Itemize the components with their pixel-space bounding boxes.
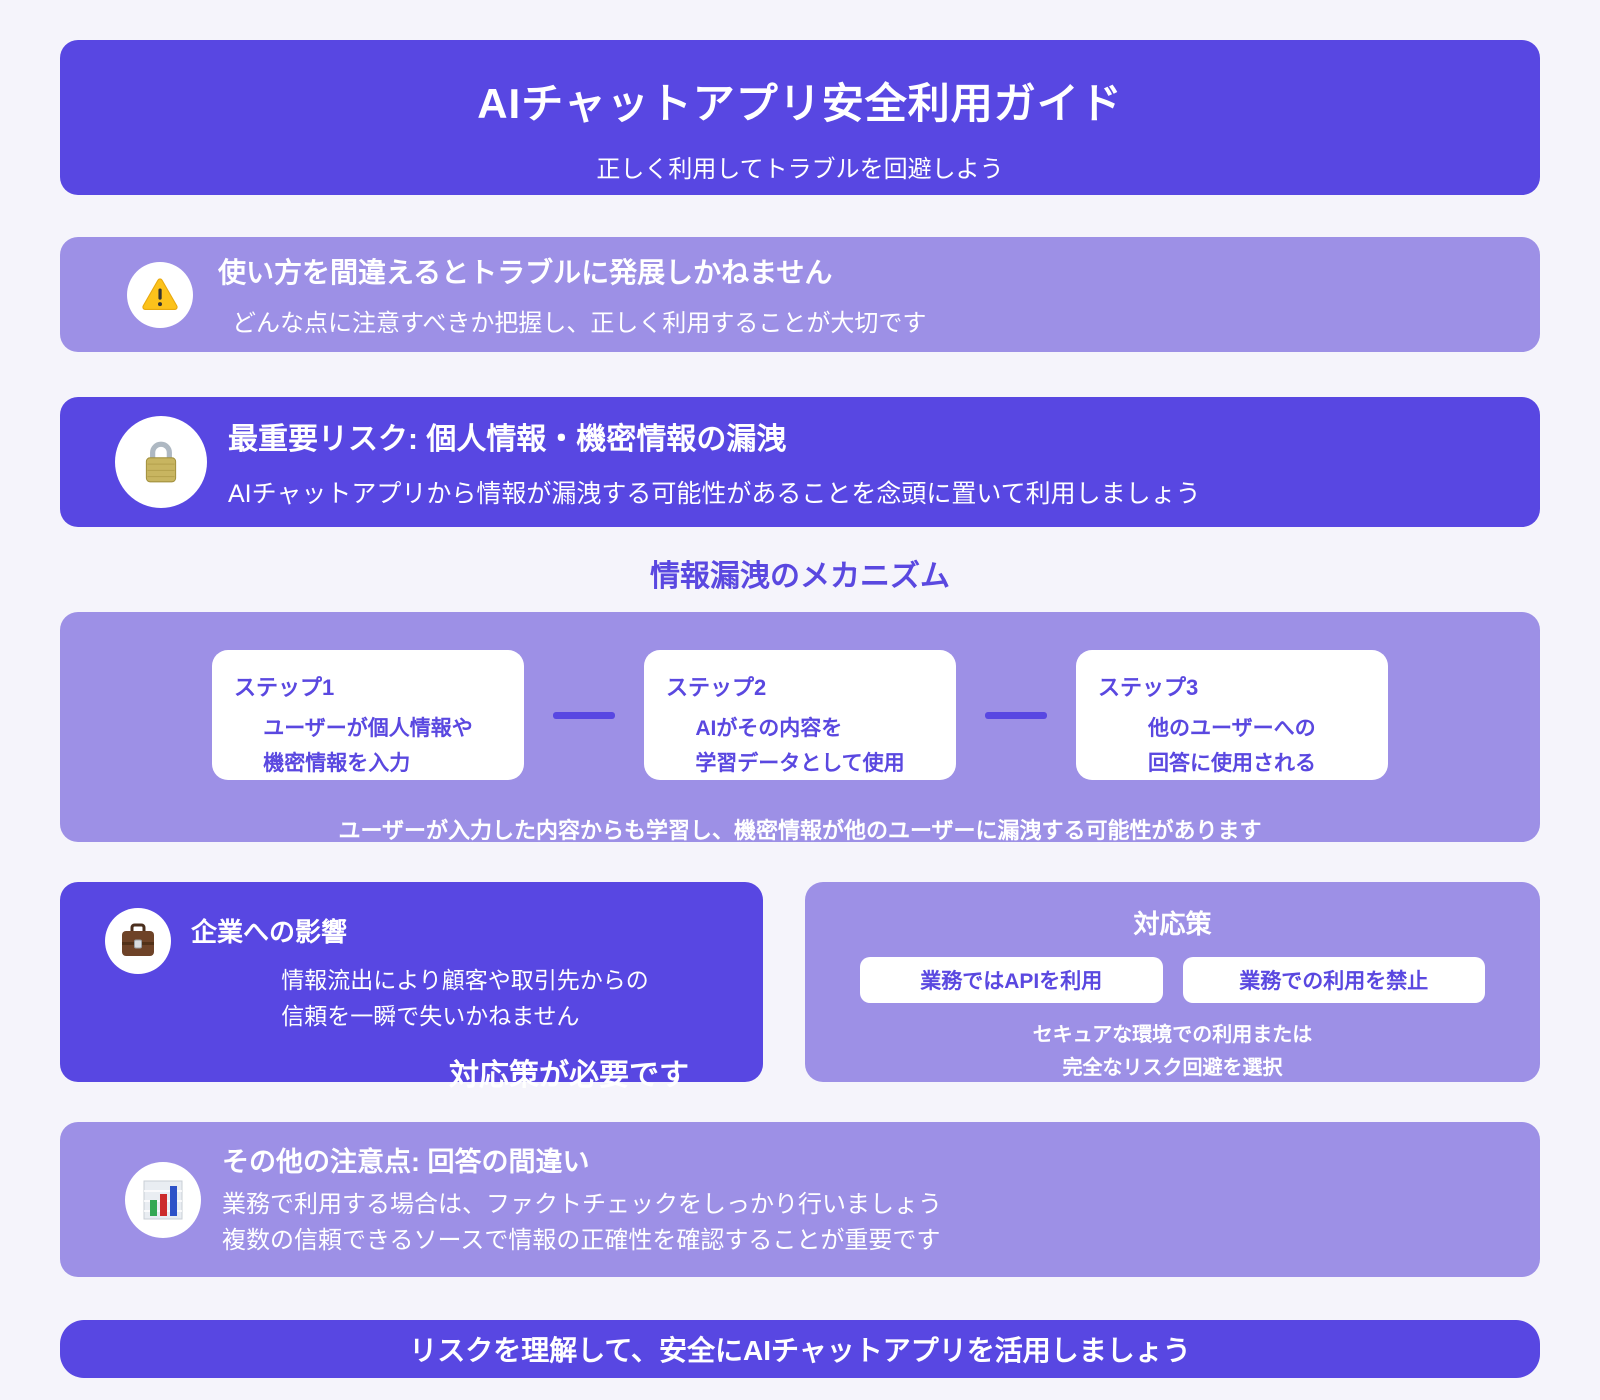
- risk-subtitle: AIチャットアプリから情報が漏洩する可能性があることを念頭に置いて利用しましょう: [228, 480, 1201, 508]
- step-card-3: ステップ3 他のユーザーへの 回答に使用される: [1076, 650, 1388, 780]
- step-1-body: ユーザーが個人情報や 機密情報を入力: [263, 712, 473, 781]
- warning-texts: 使い方を間違えるとトラブルに発展しかねません どんな点に注意すべきか把握し、正し…: [218, 251, 926, 338]
- step-2-line2: 学習データとして使用: [695, 751, 905, 775]
- step-1-line2: 機密情報を入力: [263, 751, 411, 775]
- other-notes-line2: 複数の信頼できるソースで情報の正確性を確認することが重要です: [222, 1227, 941, 1254]
- page-title: AIチャットアプリ安全利用ガイド: [477, 80, 1123, 127]
- countermeasure-buttons: 業務ではAPIを利用 業務での利用を禁止: [860, 957, 1485, 1003]
- step-connector-2: [985, 711, 1047, 719]
- mechanism-steps: ステップ1 ユーザーが個人情報や 機密情報を入力 ステップ2 AIがその内容を …: [60, 650, 1540, 780]
- step-3-line2: 回答に使用される: [1148, 751, 1316, 775]
- warning-triangle-glyph: [142, 277, 178, 310]
- bar-chart-icon: [125, 1161, 201, 1238]
- briefcase-glyph: [122, 923, 154, 956]
- impact-card: 企業への影響 情報流出により顧客や取引先からの 信頼を一瞬で失いかねません 対応…: [60, 882, 763, 1092]
- step-connector-1: [553, 711, 615, 719]
- other-notes-title: その他の注意点: 回答の間違い: [222, 1147, 590, 1177]
- impact-texts: 企業への影響 情報流出により顧客や取引先からの 信頼を一瞬で失いかねません: [191, 908, 763, 1034]
- impact-body: 情報流出により顧客や取引先からの 信頼を一瞬で失いかねません: [281, 963, 649, 1034]
- step-1-label: ステップ1: [234, 675, 335, 700]
- risk-section: 最重要リスク: 個人情報・機密情報の漏洩 AIチャットアプリから情報が漏洩する可…: [60, 397, 1540, 527]
- impact-title: 企業への影響: [191, 917, 348, 947]
- impact-row: 企業への影響 情報流出により顧客や取引先からの 信頼を一瞬で失いかねません: [105, 908, 763, 1034]
- countermeasures-card: 対応策 業務ではAPIを利用 業務での利用を禁止 セキュアな環境での利用または …: [805, 882, 1540, 1082]
- warning-icon: [127, 261, 193, 328]
- briefcase-icon: [105, 908, 171, 974]
- step-1-line1: ユーザーが個人情報や: [263, 717, 473, 740]
- lock-icon: [115, 416, 207, 508]
- warning-title: 使い方を間違えるとトラブルに発展しかねません: [218, 257, 833, 288]
- bar-chart-glyph: [143, 1180, 183, 1219]
- prohibit-use-button[interactable]: 業務での利用を禁止: [1182, 957, 1485, 1003]
- mechanism-section: ステップ1 ユーザーが個人情報や 機密情報を入力 ステップ2 AIがその内容を …: [60, 612, 1540, 843]
- impact-countermeasures-row: 企業への影響 情報流出により顧客や取引先からの 信頼を一瞬で失いかねません 対応…: [60, 882, 1540, 1092]
- step-3-body: 他のユーザーへの 回答に使用される: [1148, 712, 1316, 781]
- impact-line1: 情報流出により顧客や取引先からの: [281, 967, 649, 993]
- risk-title: 最重要リスク: 個人情報・機密情報の漏洩: [228, 423, 787, 456]
- countermeasures-note-line1: セキュアな環境での利用または: [1032, 1024, 1313, 1046]
- footer-banner: リスクを理解して、安全にAIチャットアプリを活用しましょう: [60, 1320, 1540, 1378]
- step-2-line1: AIがその内容を: [695, 717, 843, 740]
- impact-highlight: 対応策が必要です: [449, 1059, 689, 1093]
- warning-section: 使い方を間違えるとトラブルに発展しかねません どんな点に注意すべきか把握し、正し…: [60, 237, 1540, 352]
- step-3-label: ステップ3: [1098, 675, 1199, 700]
- impact-line2: 信頼を一瞬で失いかねません: [281, 1002, 580, 1029]
- other-notes-texts: その他の注意点: 回答の間違い 業務で利用する場合は、ファクトチェックをしっかり…: [222, 1140, 942, 1259]
- footer-text: リスクを理解して、安全にAIチャットアプリを活用しましょう: [409, 1335, 1191, 1366]
- countermeasures-title: 対応策: [1133, 909, 1212, 939]
- mechanism-note: ユーザーが入力した内容からも学習し、機密情報が他のユーザーに漏洩する可能性があり…: [338, 818, 1262, 843]
- other-notes-body: 業務で利用する場合は、ファクトチェックをしっかり行いましょう 複数の信頼できるソ…: [222, 1187, 942, 1259]
- step-2-body: AIがその内容を 学習データとして使用: [695, 712, 904, 781]
- header-banner: AIチャットアプリ安全利用ガイド 正しく利用してトラブルを回避しよう: [60, 40, 1540, 195]
- countermeasures-note-line2: 完全なリスク回避を選択: [1062, 1057, 1283, 1079]
- use-api-button[interactable]: 業務ではAPIを利用: [860, 957, 1163, 1003]
- other-notes-section: その他の注意点: 回答の間違い 業務で利用する場合は、ファクトチェックをしっかり…: [60, 1122, 1540, 1277]
- step-2-label: ステップ2: [666, 675, 767, 700]
- countermeasures-note: セキュアな環境での利用または 完全なリスク回避を選択: [860, 1019, 1485, 1085]
- other-notes-line1: 業務で利用する場合は、ファクトチェックをしっかり行いましょう: [222, 1191, 942, 1218]
- lock-glyph: [145, 441, 177, 483]
- risk-texts: 最重要リスク: 個人情報・機密情報の漏洩 AIチャットアプリから情報が漏洩する可…: [228, 414, 1201, 510]
- page-subtitle: 正しく利用してトラブルを回避しよう: [596, 156, 1004, 183]
- step-card-1: ステップ1 ユーザーが個人情報や 機密情報を入力: [212, 650, 524, 780]
- step-card-2: ステップ2 AIがその内容を 学習データとして使用: [644, 650, 956, 780]
- mechanism-title: 情報漏洩のメカニズム: [650, 560, 950, 593]
- step-3-line1: 他のユーザーへの: [1148, 717, 1316, 740]
- warning-subtitle: どんな点に注意すべきか把握し、正しく利用することが大切です: [232, 310, 927, 337]
